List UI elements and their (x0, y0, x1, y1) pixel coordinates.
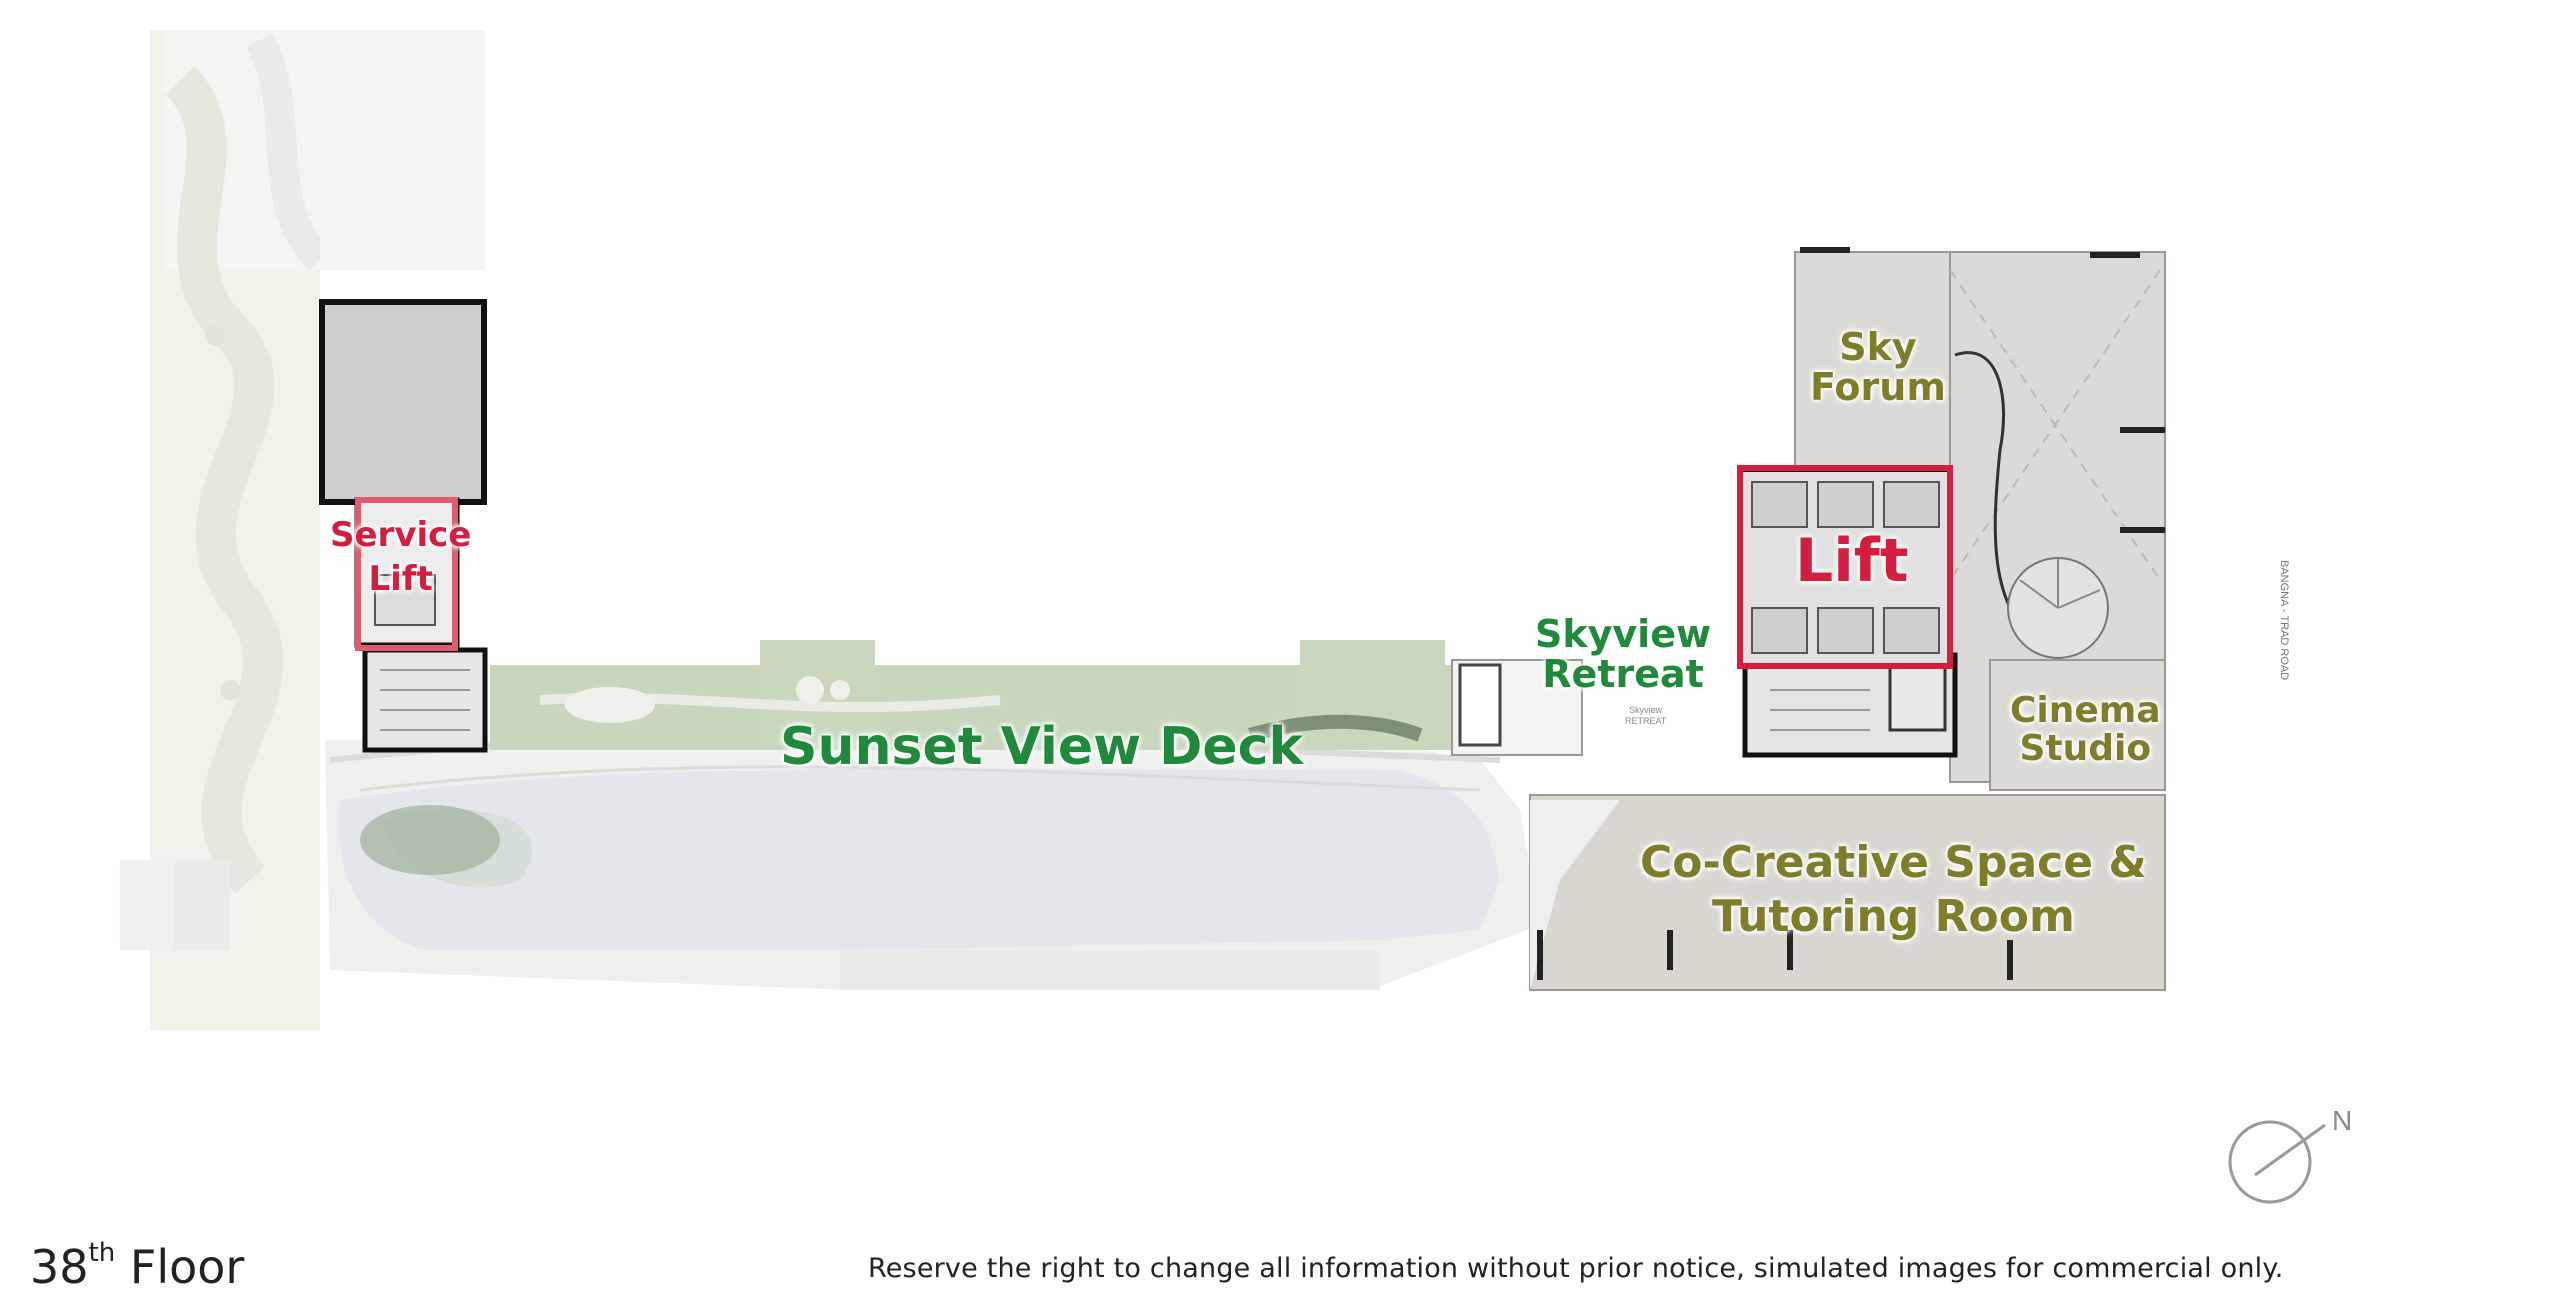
floor-title: 38th Floor (30, 1238, 245, 1294)
compass-icon (2228, 1120, 2326, 1204)
compass-north-label: N (2332, 1105, 2353, 1136)
garden-strip (490, 640, 1510, 750)
skyview-retreat-line1: Skyview (1535, 612, 1712, 656)
sunset-deck-area (325, 733, 1540, 990)
skyview-retreat-label: Skyview Retreat (1535, 612, 1712, 696)
sky-forum-line1: Sky (1839, 325, 1917, 369)
main-lift-core (1738, 468, 1952, 667)
right-building (1451, 247, 2166, 991)
cinema-studio-line2: Studio (2019, 727, 2152, 769)
co-creative-space-label: Co-Creative Space & Tutoring Room (1640, 837, 2147, 943)
lift-label: Lift (1795, 526, 1909, 596)
skyview-retreat-small-label: Skyview RETREAT (1625, 705, 1666, 727)
skyview-small-line1: Skyview (1629, 705, 1663, 715)
service-lift-line1: Service (330, 515, 472, 555)
service-lift-label: Service Lift (330, 515, 472, 599)
cinema-studio-label: Cinema Studio (2010, 692, 2161, 768)
sunset-view-deck-label: Sunset View Deck (780, 717, 1304, 777)
road-label: BANGNA - TRAD ROAD (2278, 560, 2290, 681)
sky-forum-label: Sky Forum (1810, 325, 1946, 409)
landscape-faded (120, 30, 485, 1030)
floor-word: Floor (129, 1240, 245, 1294)
left-core (319, 299, 488, 753)
skyview-small-line2: RETREAT (1625, 715, 1667, 726)
service-lift-highlight (355, 497, 458, 651)
service-lift-line2: Lift (368, 558, 433, 599)
floor-number: 38 (30, 1240, 89, 1294)
co-creative-line2: Tutoring Room (1711, 891, 2075, 943)
cinema-studio-line1: Cinema (2010, 690, 2161, 731)
skyview-retreat-line2: Retreat (1542, 651, 1704, 696)
lift-highlight (1737, 465, 1953, 669)
sky-forum-line2: Forum (1810, 364, 1946, 409)
floor-suffix: th (88, 1238, 116, 1268)
disclaimer-text: Reserve the right to change all informat… (868, 1253, 2284, 1284)
co-creative-line1: Co-Creative Space & (1640, 837, 2147, 888)
